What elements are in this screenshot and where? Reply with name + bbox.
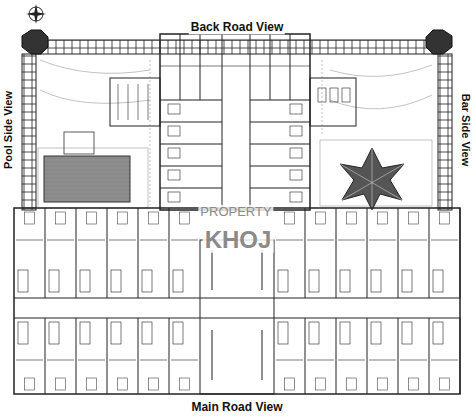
central-tower [110,34,356,210]
pergola [22,30,452,210]
view-label: Bar Side View [460,92,472,169]
pool [44,156,130,202]
bar-canopy [340,148,404,210]
main-wing [14,208,460,394]
view-label: Back Road View [189,21,285,34]
view-label: Main Road View [189,401,284,414]
watermark: PROPERTY [198,205,273,219]
pool-deck [64,132,94,154]
compass [26,4,46,24]
view-label: Pool Side View [2,89,14,171]
watermark: KHOJ [203,227,274,253]
